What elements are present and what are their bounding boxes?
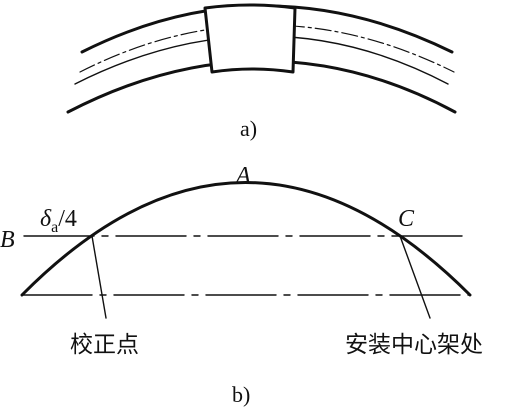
figure-a bbox=[66, 3, 457, 114]
label-line-B: B bbox=[0, 227, 15, 253]
label-point-C: C bbox=[398, 206, 415, 232]
delta-suffix: /4 bbox=[58, 206, 77, 232]
caption-a: a) bbox=[240, 116, 257, 141]
figure-b bbox=[20, 181, 472, 319]
leader-line-center-frame bbox=[399, 235, 431, 319]
delta-subscript: a bbox=[51, 219, 58, 236]
clamp-block bbox=[203, 3, 297, 74]
caption-b: b) bbox=[232, 382, 250, 407]
label-point-A: A bbox=[234, 163, 251, 189]
delta-symbol: δ bbox=[40, 206, 52, 232]
label-correction-point: 校正点 bbox=[70, 332, 139, 358]
label-delta-quarter: δa/4 bbox=[40, 206, 77, 236]
label-center-frame-location: 安装中心架处 bbox=[345, 332, 483, 358]
deflection-arc bbox=[20, 181, 472, 297]
leader-line-correction bbox=[91, 235, 107, 319]
